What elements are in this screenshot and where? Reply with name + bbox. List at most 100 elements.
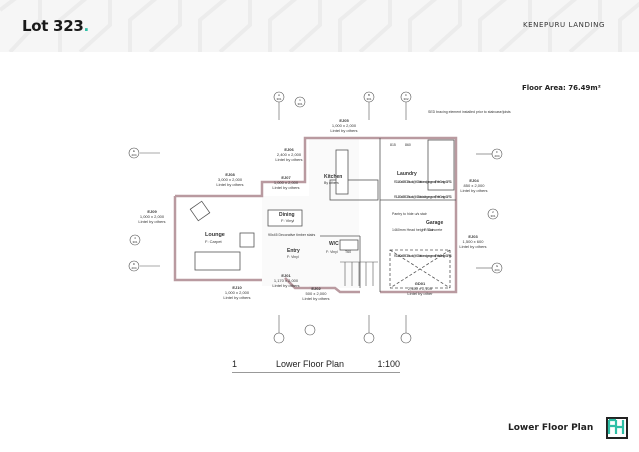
svg-text:815: 815 [390, 143, 396, 147]
svg-text:301: 301 [490, 214, 495, 218]
svg-text:Lintel by others: Lintel by others [275, 157, 302, 162]
svg-text:Lintel by others: Lintel by others [216, 182, 243, 187]
svg-text:Lintel by others: Lintel by others [459, 244, 486, 249]
svg-text:204: 204 [131, 266, 136, 270]
svg-text:EJ02: EJ02 [311, 286, 321, 291]
svg-text:204: 204 [494, 154, 499, 158]
section-markers [128, 91, 503, 344]
sed-bracing-note: SED bracing element installed prior to s… [428, 110, 511, 114]
stairs [340, 261, 378, 286]
svg-text:Lintel by others: Lintel by others [460, 188, 487, 193]
footer-title: Lower Floor Plan [508, 423, 594, 433]
svg-text:Lintel by others: Lintel by others [330, 128, 357, 133]
room-laundry-name: Laundry [397, 171, 417, 177]
drawing-scale: 1:100 [377, 359, 400, 369]
svg-text:EJ05: EJ05 [339, 118, 349, 123]
drawing-number: 1 [232, 359, 238, 369]
room-lounge-finish: F: Carpet [205, 239, 223, 244]
header-band: Lot 323. KENEPURU LANDING [0, 0, 639, 52]
svg-text:A: A [278, 93, 280, 97]
svg-text:B: B [368, 93, 370, 97]
svg-text:2: 2 [492, 210, 494, 214]
room-entry-finish: F: Vinyl [287, 255, 299, 259]
room-dining-name: Dining [279, 212, 295, 218]
room-wc-name: W/C [329, 241, 339, 247]
svg-text:204: 204 [494, 268, 499, 272]
svg-text:EJ10: EJ10 [232, 285, 242, 290]
svg-text:Lintel by others: Lintel by others [272, 283, 299, 288]
kitchen-fridge-note: By others [324, 181, 339, 185]
floor-area-label: Floor Area: 76.49m² [522, 84, 601, 92]
walls [173, 136, 458, 294]
svg-text:2,400 x 2,000: 2,400 x 2,000 [277, 152, 302, 157]
svg-text:302: 302 [403, 97, 408, 101]
svg-text:EJ07: EJ07 [281, 175, 291, 180]
header-pattern [0, 0, 639, 52]
svg-text:301: 301 [297, 102, 302, 106]
section-marker-b-bottom [363, 315, 375, 344]
svg-text:R2 - 140x45 SG8 studs @ 400 ct: R2 - 140x45 SG8 studs @ 400 ctrs to end … [394, 180, 452, 184]
interior-walls [320, 138, 456, 292]
svg-text:301: 301 [276, 97, 281, 101]
svg-text:F: F [496, 150, 498, 154]
opening-labels: EJ05 1,000 x 2,000 Lintel by others EJ06… [138, 118, 487, 301]
svg-text:301: 301 [366, 97, 371, 101]
svg-text:Lintel by others: Lintel by others [302, 296, 329, 301]
section-marker-1-bottom [304, 324, 316, 336]
svg-text:R2 - 140x45 SG8 studs @ 400 ct: R2 - 140x45 SG8 studs @ 400 ctrs to end … [394, 254, 452, 258]
svg-text:E: E [133, 149, 135, 153]
room-labels: Lounge F: Carpet Dining F: Vinyl Kitchen… [205, 171, 443, 259]
section-marker-b-top [363, 91, 375, 120]
svg-text:Lintel by others: Lintel by others [223, 295, 250, 300]
svg-text:90x45 Decorative timber stairs: 90x45 Decorative timber stairs [268, 233, 316, 237]
svg-text:Lintel by others: Lintel by others [272, 185, 299, 190]
svg-text:301: 301 [132, 240, 137, 244]
svg-text:Lintel by other: Lintel by other [407, 291, 433, 296]
section-marker-a-top [273, 91, 285, 120]
development-name: KENEPURU LANDING [522, 21, 605, 29]
room-kitchen-name: Kitchen [324, 174, 342, 180]
svg-text:EJ04: EJ04 [469, 178, 479, 183]
svg-text:1460mm Head height Stair: 1460mm Head height Stair [392, 228, 434, 232]
svg-text:1,170 x 2,000: 1,170 x 2,000 [274, 278, 299, 283]
room-garage-name: Garage [426, 220, 443, 226]
svg-text:4: 4 [134, 236, 136, 240]
svg-text:1,000 x 2,000: 1,000 x 2,000 [140, 214, 165, 219]
svg-text:1,500 x 600: 1,500 x 600 [463, 239, 485, 244]
svg-text:C: C [405, 93, 408, 97]
section-marker-g-right [476, 262, 503, 274]
svg-text:GD01: GD01 [415, 281, 426, 286]
svg-text:1,000 x 2,000: 1,000 x 2,000 [274, 180, 299, 185]
room-wc-extra: T60 [345, 250, 351, 254]
room-dining-finish: F: Vinyl [281, 218, 294, 223]
svg-text:EJ06: EJ06 [284, 147, 294, 152]
room-lounge-name: Lounge [205, 232, 225, 238]
svg-text:1,000 x 2,000: 1,000 x 2,000 [332, 123, 357, 128]
section-marker-c-bottom [400, 315, 412, 344]
room-entry-name: Entry [287, 248, 300, 254]
svg-text:1,000 x 2,000: 1,000 x 2,000 [225, 290, 250, 295]
section-marker-c-top [400, 91, 412, 120]
section-marker-4-left [129, 234, 141, 246]
svg-text:EJ08: EJ08 [225, 172, 235, 177]
svg-text:1: 1 [299, 98, 301, 102]
drawing-title: Lower Floor Plan [276, 359, 345, 369]
brand-logo-icon [606, 417, 628, 439]
svg-text:3,000 x 2,000: 3,000 x 2,000 [218, 177, 243, 182]
room-wc-finish: F: Vinyl [326, 250, 338, 254]
svg-text:EJ03: EJ03 [468, 234, 478, 239]
section-marker-f-right [476, 148, 503, 160]
svg-text:2,450 x 2,100: 2,450 x 2,100 [408, 286, 433, 291]
drawing-caption: 1 Lower Floor Plan 1:100 [232, 359, 400, 373]
svg-text:EJ09: EJ09 [147, 209, 157, 214]
section-marker-a-bottom [273, 315, 285, 344]
section-marker-2-right [487, 208, 499, 220]
svg-text:500 x 2,000: 500 x 2,000 [306, 291, 328, 296]
svg-text:D: D [133, 262, 136, 266]
svg-text:Pantry to hide u/s stair: Pantry to hide u/s stair [392, 212, 428, 216]
furniture [189, 149, 359, 271]
annotation-notes: SED bracing element installed prior to s… [268, 110, 511, 258]
svg-text:860: 860 [405, 143, 411, 147]
